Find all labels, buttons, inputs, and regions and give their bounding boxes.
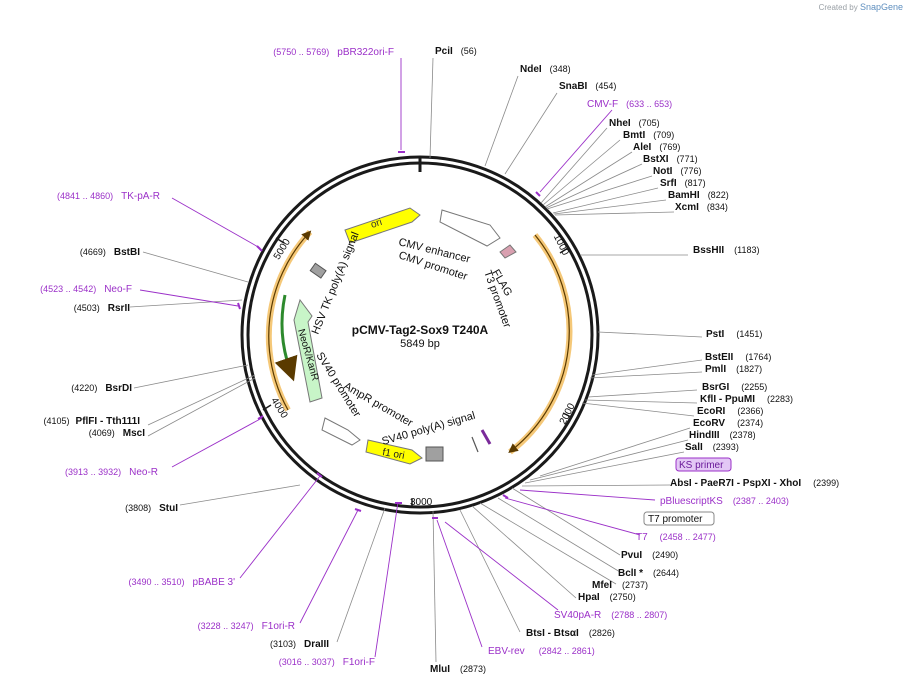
feature-label-ori: ori (370, 217, 384, 231)
site-leaders (129, 57, 703, 663)
credit-prefix: Created by (818, 3, 858, 12)
site-ecorv[interactable]: EcoRV(2374) (693, 418, 763, 429)
site-labels-right: PciI(56) NdeI(348) SnaBI(454) CMV-F(633 … (435, 46, 793, 453)
primer-ebv-rev[interactable]: EBV-rev(2842 .. 2861) (488, 646, 595, 657)
ks-primer-label: KS primer (679, 460, 724, 471)
site-bmti[interactable]: BmtI(709) (623, 130, 674, 141)
feature-ampr-promoter[interactable] (321, 417, 361, 446)
site-pmli[interactable]: PmlI(1827) (705, 364, 762, 375)
t7-promoter-label: T7 promoter (648, 514, 703, 525)
feature-label-f1-ori: f1 ori (381, 447, 405, 462)
backbone-outer (240, 155, 600, 515)
site-xcmi[interactable]: XcmI(834) (675, 202, 728, 213)
plasmid-name: pCMV-Tag2-Sox9 T240A (352, 323, 489, 337)
primer-cmv-f[interactable]: CMV-F(633 .. 653) (587, 99, 672, 110)
site-bcli[interactable]: BclI *(2644) (618, 568, 679, 579)
primer-neo-f[interactable]: (4523 .. 4542)Neo-F (40, 284, 132, 295)
feature-f1-ori[interactable]: f1 ori (365, 439, 423, 465)
site-ecori[interactable]: EcoRI(2366) (697, 406, 763, 417)
snapgene-logo: SnapGene (859, 2, 903, 12)
site-pcii[interactable]: PciI(56) (435, 46, 477, 57)
site-srfi[interactable]: SrfI(817) (660, 178, 706, 189)
site-kfli-ppumi[interactable]: KflI - PpuMI(2283) (700, 394, 793, 405)
primer-f1ori-f[interactable]: (3016 .. 3037)F1ori-F (279, 657, 375, 668)
site-msci[interactable]: (4069)MscI (89, 428, 145, 439)
feature-sv40-polya-box[interactable] (425, 446, 444, 462)
primer-pbabe-3[interactable]: (3490 .. 3510)pBABE 3' (128, 577, 235, 588)
site-sali[interactable]: SalI(2393) (685, 442, 739, 453)
t7-promoter-box[interactable]: T7 promoter (643, 511, 715, 526)
site-snabi[interactable]: SnaBI(454) (559, 81, 616, 92)
site-pvui[interactable]: PvuI(2490) (621, 550, 678, 561)
site-mlui[interactable]: MluI(2873) (430, 664, 486, 675)
primer-mark-t3 (471, 436, 479, 453)
ruler-label-3000: 3000 (410, 497, 433, 508)
site-hpai[interactable]: HpaI(2750) (578, 592, 636, 603)
site-stui[interactable]: (3808)StuI (125, 503, 178, 514)
site-bsteii[interactable]: BstEII(1764) (705, 352, 771, 363)
ks-primer-box[interactable]: KS primer (675, 457, 732, 472)
site-rsrii[interactable]: (4503)RsrII (74, 303, 130, 314)
site-bstxi[interactable]: BstXI(771) (643, 154, 698, 165)
site-bsshii[interactable]: BssHII(1183) (693, 245, 759, 256)
primer-pbluescriptks[interactable]: pBluescriptKS(2387 .. 2403) (660, 496, 789, 507)
primer-pbr322ori-f[interactable]: (5750 .. 5769)pBR322ori-F (273, 47, 394, 58)
feature-neor-kanr[interactable] (293, 298, 323, 403)
primer-sv40pa-r[interactable]: SV40pA-R(2788 .. 2807) (554, 610, 667, 621)
primer-ticks (237, 151, 541, 519)
site-bstbi[interactable]: (4669)BstBI (80, 247, 140, 258)
site-labels-left: (5750 .. 5769)pBR322ori-F (4841 .. 4860)… (40, 47, 394, 668)
site-psti[interactable]: PstI(1451) (706, 329, 762, 340)
site-hindiii[interactable]: HindIII(2378) (689, 430, 756, 441)
primer-neo-r[interactable]: (3913 .. 3932)Neo-R (65, 467, 158, 478)
primer-tk-pa-r[interactable]: (4841 .. 4860)TK-pA-R (57, 191, 160, 202)
site-mfei[interactable]: MfeI(2737) (592, 580, 648, 591)
site-nhei[interactable]: NheI(705) (609, 118, 660, 129)
primer-t7[interactable]: T7(2458 .. 2477) (636, 532, 716, 543)
feature-label-hsv-tk-polya: HSV TK poly(A) signal (310, 230, 362, 336)
site-bamhi[interactable]: BamHI(822) (668, 190, 729, 201)
site-noti[interactable]: NotI(776) (653, 166, 701, 177)
site-bsrdi[interactable]: (4220)BsrDI (71, 383, 132, 394)
primer-mark-ks (480, 429, 492, 445)
site-pflfi-tth111i[interactable]: (4105)PflFI - Tth111I (44, 416, 141, 427)
kan-small-arc (274, 294, 298, 382)
site-alei[interactable]: AleI(769) (633, 142, 680, 153)
plasmid-length: 5849 bp (400, 338, 440, 350)
site-ndei[interactable]: NdeI(348) (520, 64, 571, 75)
feature-flag[interactable] (499, 244, 517, 259)
feature-hsv-tk-polya-box[interactable] (309, 262, 327, 279)
site-btsi[interactable]: BtsI - BtsαI(2826) (526, 628, 615, 639)
site-bsrgi[interactable]: BsrGI(2255) (702, 382, 767, 393)
feature-ori[interactable]: ori (344, 207, 421, 244)
feature-cmv-enhancer[interactable] (439, 209, 501, 247)
site-draiii[interactable]: (3103)DraIII (270, 639, 329, 650)
primer-f1ori-r[interactable]: (3228 .. 3247)F1ori-R (198, 621, 295, 632)
primer-leaders (139, 58, 656, 658)
site-absi-group[interactable]: AbsI - PaeR7I - PspXI - XhoI(2399) (670, 478, 839, 489)
snapgene-credit: Created by SnapGene (819, 2, 903, 12)
neo-orf-arrow (268, 230, 312, 411)
sox9-orf-arrow (508, 234, 570, 453)
